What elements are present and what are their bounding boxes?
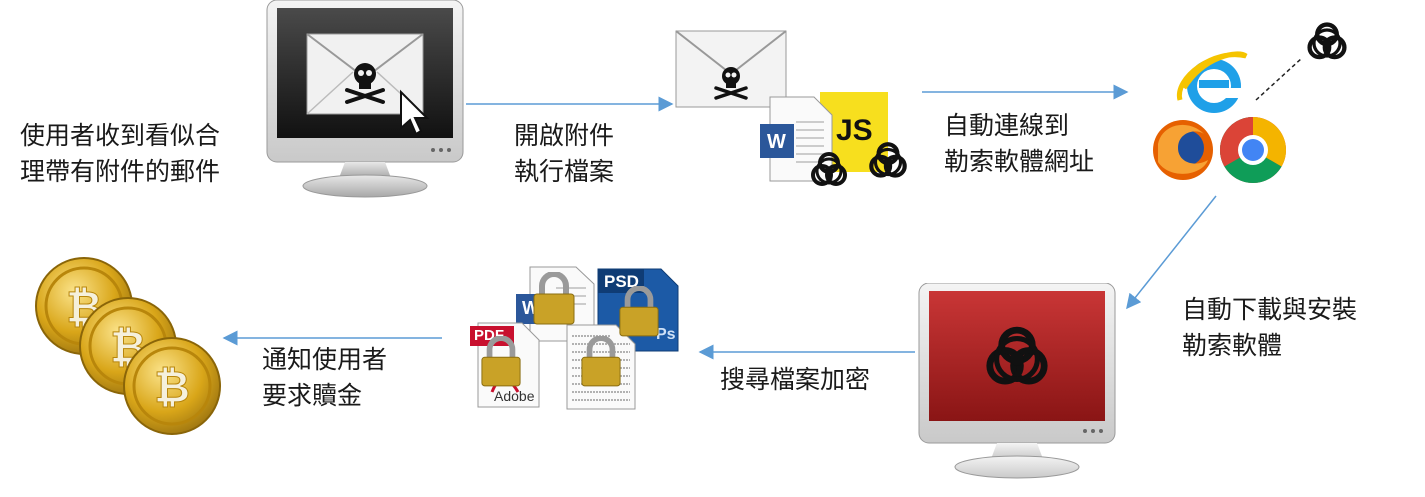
step6-line1: 通知使用者 — [262, 345, 388, 374]
step1-caption: 使用者收到看似合 理帶有附件的郵件 — [20, 118, 220, 190]
step5-line1: 搜尋檔案加密 — [720, 365, 871, 394]
step4-caption: 自動下載與安裝 勒索軟體 — [1182, 292, 1357, 364]
step3-line1: 自動連線到 — [944, 111, 1070, 140]
psd-badge: PSD — [604, 272, 639, 291]
svg-text:₿: ₿ — [154, 362, 190, 413]
dashed-link — [1255, 57, 1303, 101]
infected-monitor-icon — [918, 283, 1116, 479]
adobe-badge: Adobe — [494, 388, 535, 404]
step2-line2: 執行檔案 — [514, 157, 615, 186]
biohazard-icon — [811, 152, 847, 186]
ps-badge: Ps — [656, 326, 676, 343]
chrome-icon — [1219, 116, 1287, 184]
step6-line2: 要求贖金 — [262, 381, 363, 410]
step5-caption: 搜尋檔案加密 — [720, 362, 870, 398]
step4-line1: 自動下載與安裝 — [1182, 295, 1358, 324]
padlock-icon — [481, 336, 521, 387]
firefox-icon — [1153, 120, 1213, 180]
word-badge: W — [767, 131, 786, 153]
step3-line2: 勒索軟體網址 — [944, 147, 1095, 176]
padlock-icon — [619, 286, 659, 337]
step2-caption: 開啟附件 執行檔案 — [514, 118, 614, 190]
step6-caption: 通知使用者 要求贖金 — [262, 342, 387, 414]
padlock-icon — [581, 336, 621, 387]
biohazard-icon — [1307, 22, 1347, 60]
padlock-icon — [533, 272, 575, 325]
envelope-icon — [675, 30, 787, 108]
step2-line1: 開啟附件 — [514, 121, 615, 150]
step1-line2: 理帶有附件的郵件 — [20, 157, 221, 186]
arrow-3 — [1126, 195, 1217, 310]
biohazard-icon — [869, 142, 907, 178]
step4-line2: 勒索軟體 — [1182, 331, 1283, 360]
bitcoin-coin: ₿ — [123, 337, 221, 435]
step3-caption: 自動連線到 勒索軟體網址 — [944, 108, 1094, 180]
word-document-icon — [760, 96, 833, 182]
step1-line1: 使用者收到看似合 — [20, 121, 221, 150]
js-badge: JS — [836, 114, 873, 147]
bitcoin-coins-icon: ₿ ₿ ₿ — [35, 257, 221, 435]
monitor-email-icon — [266, 0, 464, 198]
internet-explorer-icon — [1176, 51, 1248, 113]
